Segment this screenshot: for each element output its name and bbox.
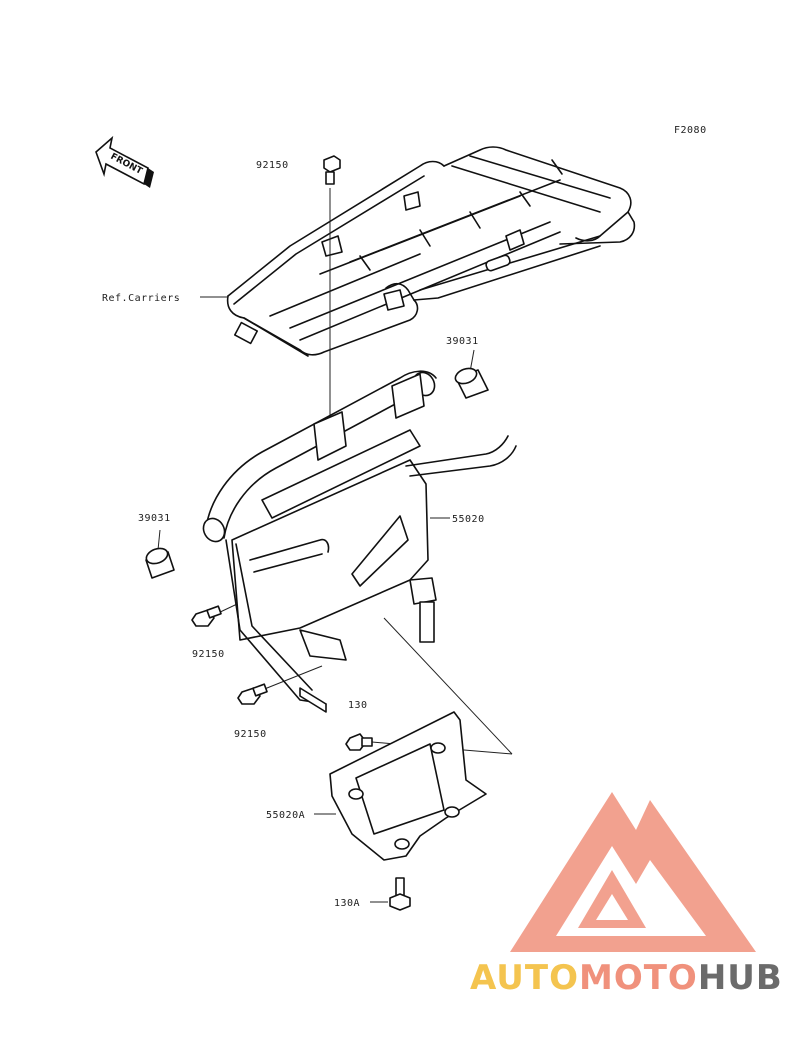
bolt-92150-top [323,155,341,185]
label-bolt-130a: 130A [334,898,360,909]
label-bolt-130: 130 [348,700,368,711]
label-bolt-low: 92150 [234,729,267,740]
watermark-logo-icon [510,792,756,952]
bolt-130 [345,733,373,751]
guard-frame [202,370,517,713]
label-bolt-mid: 92150 [192,649,225,660]
label-bushing-left: 39031 [138,513,171,524]
bolt-92150-mid [191,605,222,627]
bolt-92150-low [237,683,268,705]
watermark-part1: AUTO [470,958,579,998]
watermark-part3: HUB [697,958,783,998]
watermark-text: AUTOMOTOHUB [470,958,783,998]
label-frame: 55020 [452,514,485,525]
bushing-39031-right [454,367,489,399]
label-bolt-top: 92150 [256,160,289,171]
bolt-130a [389,877,411,911]
diagram-code: F2080 [674,125,707,136]
skid-plate-55020a [329,711,487,861]
carrier-rack [226,146,636,357]
label-skid-plate: 55020A [266,810,305,821]
label-carrier-ref: Ref.Carriers [102,293,180,304]
bushing-39031-left [145,547,175,579]
front-arrow-icon: FRONT [95,135,154,188]
label-bushing-right: 39031 [446,336,479,347]
watermark-part2: MOTO [578,958,698,998]
